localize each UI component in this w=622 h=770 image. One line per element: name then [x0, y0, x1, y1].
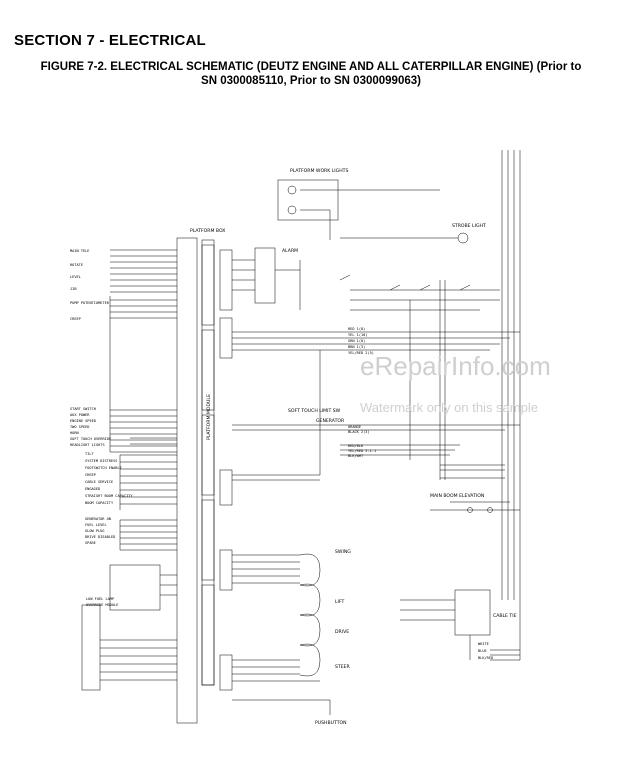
- left-label: SPARE: [85, 541, 96, 545]
- wire-label: YEL 1(10): [348, 333, 367, 337]
- left-label: START SWITCH: [70, 407, 96, 411]
- left-label: LOW FUEL LAMP: [86, 597, 114, 601]
- wire-label: YEL/RED 2(5): [348, 351, 374, 355]
- left-label: CREEP: [85, 473, 96, 477]
- figure-title: FIGURE 7-2. ELECTRICAL SCHEMATIC (DEUTZ …: [0, 60, 622, 88]
- left-label: PUMP POTENTIOMETER: [70, 301, 110, 305]
- main-boom-elevation-label: MAIN BOOM ELEVATION: [430, 493, 484, 499]
- left-label: TWO SPEED: [70, 425, 89, 429]
- left-label: SOFT TOUCH OVERRIDE: [70, 437, 111, 441]
- left-label: LEVEL: [70, 275, 81, 279]
- left-label: FOOTSWITCH ENABLE: [85, 466, 122, 470]
- left-label: OVERRIDE MODULE: [86, 603, 118, 607]
- steer-label: STEER: [335, 664, 351, 670]
- wire-label: RED/BLK: [348, 444, 364, 448]
- left-label: BOOM CAPACITY: [85, 501, 114, 505]
- watermark-site: eRepairInfo.com: [360, 351, 551, 381]
- watermark-note: Watermark only on this sample: [360, 400, 538, 415]
- left-label: AUX POWER: [70, 413, 90, 417]
- wire-label: BLACK 2(3): [348, 430, 370, 434]
- wire-label: WHITE: [478, 642, 489, 646]
- left-label: ENGINE SPEED: [70, 419, 96, 423]
- wire-label: GRN 1(8): [348, 339, 365, 343]
- left-label: CABLE SERVICE: [85, 480, 113, 484]
- strobe-light-label: STROBE LIGHT: [452, 223, 486, 229]
- figure-title-line-2: SN 0300085110, Prior to SN 0300099063): [201, 75, 421, 87]
- pushbutton-label: PUSHBUTTON: [315, 720, 347, 726]
- left-labels-group: MAIN TELE ROTATE LEVEL JIB PUMP POTENTIOMETE…: [70, 249, 133, 607]
- soft-touch-label: SOFT TOUCH LIMIT SW: [288, 408, 341, 414]
- platform-module-label: PLATFORM MODULE: [206, 394, 212, 440]
- wire-label: BRN 1(3): [348, 345, 365, 349]
- left-label: STRAIGHT BOOM CAPACITY: [85, 494, 133, 498]
- right-labels-group: RED 1(8) YEL 1(10) GRN 1(8) BRN 1(3) YEL/RED…: [348, 327, 493, 660]
- wire-label: YEL/RED 2-1-1: [348, 449, 376, 453]
- platform-module-block: [201, 239, 215, 686]
- platform-box-connector: [176, 237, 198, 724]
- wire-label: BLK/RED: [478, 656, 493, 660]
- wire-label: ORANGE: [348, 425, 361, 429]
- left-label: ENGAGED: [85, 487, 100, 491]
- left-label: DRIVE DISABLED: [85, 535, 115, 539]
- left-label: MAIN TELE: [70, 249, 89, 253]
- wire-label: BLK/WHT: [348, 454, 364, 458]
- left-label: FUEL LEVEL: [85, 523, 107, 527]
- swing-label: SWING: [335, 549, 351, 555]
- drive-label: DRIVE: [335, 629, 349, 635]
- generator-label: GENERATOR: [316, 418, 345, 424]
- lift-label: LIFT: [335, 599, 344, 605]
- left-label: CREEP: [70, 317, 81, 321]
- left-label: SYSTEM DISTRESS: [85, 459, 117, 463]
- left-label: JIB: [70, 287, 77, 291]
- left-label: HEADLIGHT LIGHTS: [70, 443, 105, 447]
- wire-label: BLUE: [478, 649, 487, 653]
- left-label: ROTATE: [70, 263, 83, 267]
- section-title: SECTION 7 - ELECTRICAL: [14, 32, 206, 49]
- left-label: HORN: [70, 431, 79, 435]
- left-label: GLOW PLUG: [85, 529, 104, 533]
- figure-title-line-1: FIGURE 7-2. ELECTRICAL SCHEMATIC (DEUTZ …: [40, 61, 582, 73]
- platform-work-lights-label: PLATFORM WORK LIGHTS: [290, 168, 348, 174]
- alarm-label: ALARM: [282, 248, 298, 254]
- left-label: GENERATOR ON: [85, 517, 111, 521]
- cable-tie-label: CABLE TIE: [493, 613, 517, 619]
- left-label: TILT: [85, 452, 94, 456]
- wire-label: RED 1(8): [348, 327, 365, 331]
- platform-box-label: PLATFORM BOX: [190, 228, 225, 234]
